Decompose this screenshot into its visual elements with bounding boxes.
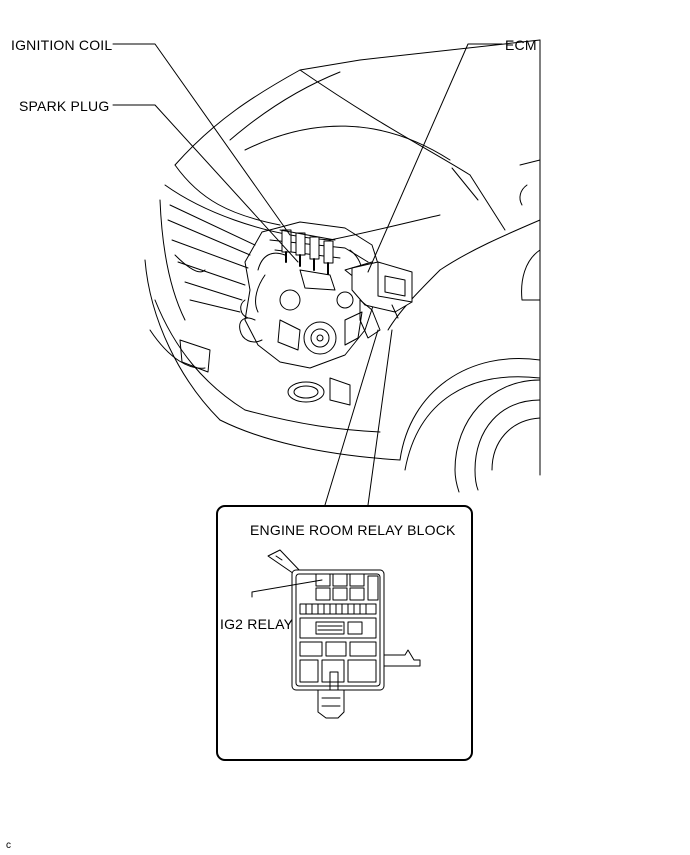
- relay-block-leader-left: [324, 329, 379, 506]
- leader-lines: [112, 43, 503, 506]
- ecm-label: ECM: [505, 37, 537, 53]
- relay-block-detail-frame: [216, 505, 473, 761]
- vehicle-body: [144, 39, 541, 493]
- spark-plug-label: SPARK PLUG: [19, 98, 110, 114]
- ecm-unit: [344, 261, 413, 339]
- ig2-relay-label: IG2 RELAY: [220, 616, 294, 632]
- ig2-relay-leader: [251, 579, 323, 598]
- ignition-coils: [279, 229, 336, 275]
- engine-assembly: [239, 221, 413, 369]
- relay-block-leader-right: [367, 329, 393, 506]
- spark-plug-leader: [112, 104, 299, 263]
- figure-code: c: [6, 840, 12, 851]
- ecm-leader: [367, 43, 503, 273]
- relay-block-title: ENGINE ROOM RELAY BLOCK: [250, 522, 456, 538]
- ignition-coil-leader: [112, 43, 291, 236]
- ignition-coil-label: IGNITION COIL: [11, 37, 113, 53]
- relay-block-drawing: [251, 549, 421, 719]
